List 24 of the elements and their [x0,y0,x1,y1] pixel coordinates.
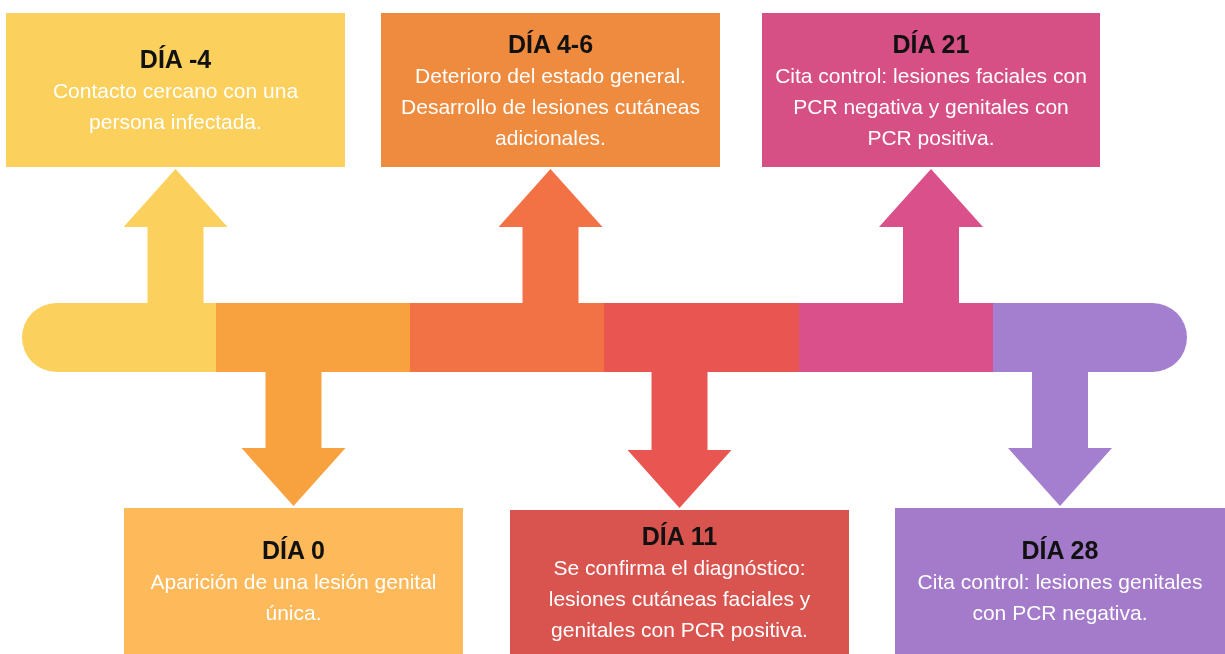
event-description: Contacto cercano con una persona infectada. [51,78,300,135]
arrow [498,169,603,303]
event-box [6,13,345,167]
event-box [762,13,1100,167]
day-heading: DÍA 0 [262,535,325,566]
arrow [627,372,732,508]
day-heading: DÍA 11 [641,520,718,552]
event-description: Cita control: lesiones faciales con PCR negativa y genitales con PCR positiva. [774,62,1088,151]
day-heading: DÍA 28 [1021,535,1099,566]
event-description: Aparición de una lesión genital única. [149,569,438,626]
day-heading: DÍA -4 [139,44,212,75]
event-description: Cita control: lesiones genitales con PCR negativa. [916,569,1204,626]
event-box [124,508,463,654]
event-box [895,508,1225,654]
day-heading: DÍA 21 [892,28,970,60]
arrow [1008,372,1112,506]
arrow [879,169,983,303]
event-description: Deterioro del estado general. Desarrollo de lesiones cutáneas adicionales. [400,62,701,151]
day-heading: DÍA 4-6 [507,28,594,60]
event-box [510,510,849,654]
arrow [241,372,346,506]
event-description: Se confirma el diagnóstico: lesiones cutáneas faciales y genitales con PCR positiva. [547,554,812,643]
event-box [381,13,720,167]
arrow [123,169,228,303]
